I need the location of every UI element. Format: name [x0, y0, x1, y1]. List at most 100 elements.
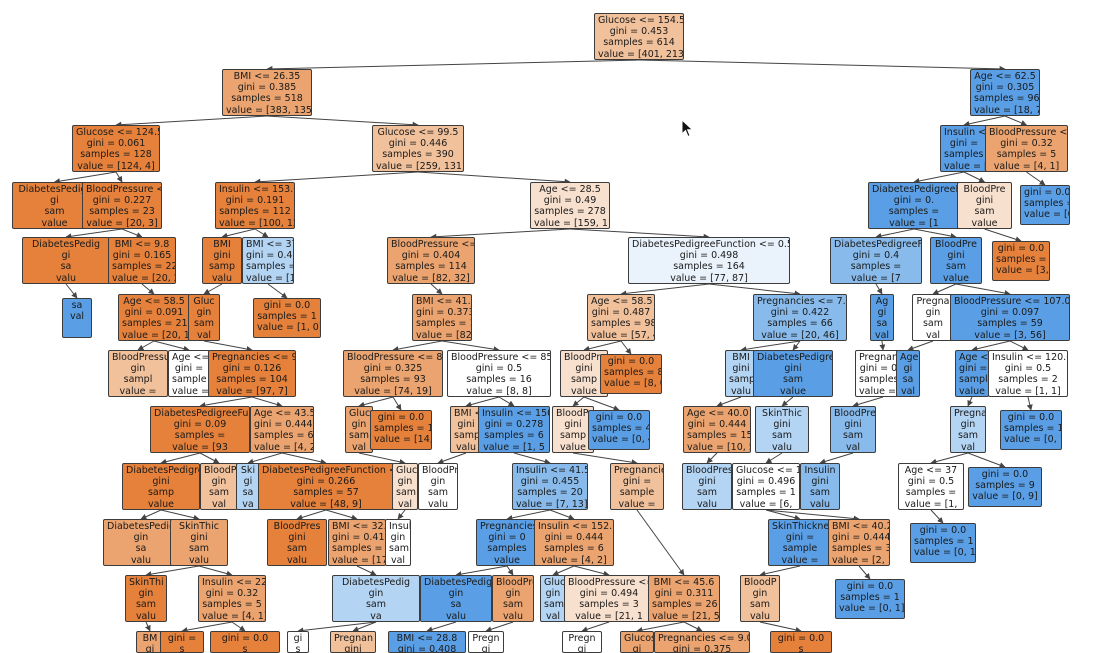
tree-node-line: sa [135, 543, 147, 555]
tree-node-line: gini = [167, 633, 197, 644]
tree-node-line: value = [1, 2] [246, 272, 293, 284]
tree-node-line: sam [945, 261, 967, 273]
tree-node-line: gini = 0.126 [222, 363, 282, 375]
tree-node-line: BloodPre [496, 577, 534, 588]
tree-node-line: Ag [875, 296, 889, 307]
tree-node-line: value = [8, 8] [466, 385, 532, 397]
tree-node-line: val [874, 329, 890, 341]
tree-node-line: value [494, 554, 520, 566]
tree-node-line: gi [481, 644, 491, 653]
tree-node-line: sam [957, 430, 979, 442]
tree-node-line: sa [242, 487, 254, 499]
tree-node-line: value = [82, 32] [392, 272, 470, 284]
tree-node-line: gi [632, 644, 642, 653]
tree-node-line: Insulin <= 150 [482, 408, 550, 419]
tree-node-line: Insulin <= [944, 127, 987, 138]
tree-node-line: BloodP [744, 577, 777, 588]
tree-edge-age-40-to-bp-f3 [706, 452, 718, 464]
tree-node-line: gini = 0.227 [92, 195, 152, 207]
tree-node-line: gini = [959, 363, 988, 375]
tree-node-line: samp [454, 430, 481, 442]
tree-node-line: gini = [174, 363, 204, 375]
tree-node-line: gini = 0.5 [907, 476, 955, 488]
tree-node-line: BloodPr [204, 465, 238, 476]
tree-node-line: value = [7 [851, 272, 901, 284]
tree-node-line: Glucose <= 12 [736, 465, 799, 476]
tree-node-line: val [925, 329, 941, 341]
tree-node-line: samples = 98 [591, 318, 655, 330]
tree-node-line: gini = 0.305 [975, 82, 1035, 94]
tree-node-line: gini = 0.191 [225, 195, 285, 207]
tree-node-line: gin [752, 588, 768, 600]
tree-node-line: BloodPres [564, 352, 608, 363]
tree-node-line: val [69, 311, 85, 323]
tree-node-line: Age <= 58.5 [591, 296, 653, 307]
tree-node-line: samples = 15 [687, 430, 751, 442]
tree-node-line: value = [0, 4] [592, 434, 649, 446]
tree-node-line: samples = 1 [1004, 423, 1062, 435]
tree-edge-insulin-r-to-bp-r1 [963, 171, 986, 183]
tree-node-insulin-r: Insulin <=gini =samples =value = [ [940, 125, 988, 172]
tree-edge-bmi-d4-to-age-40 [716, 396, 742, 407]
tree-node-line: Gluc [193, 296, 215, 307]
tree-edge-age-28-to-dpf-514 [569, 228, 710, 240]
tree-node-line: sam [286, 543, 308, 555]
tree-node-line: gini = 0. [893, 195, 935, 207]
tree-edge-age-43-to-dpf-266 [281, 452, 327, 465]
tree-node-line: value = [0, 1] [1004, 434, 1061, 446]
tree-node-line: Pregna [916, 296, 950, 307]
tree-node-line: gini = 0.0 [1007, 412, 1055, 423]
tree-edge-bmi-26-to-glucose-124 [115, 115, 268, 128]
tree-node-line: SkinThi [129, 577, 164, 588]
tree-node-line: sam [749, 599, 771, 611]
tree-node-line: gini = [949, 138, 979, 150]
tree-node-line: Age <= 40.0 [687, 408, 749, 419]
tree-node-line: valu [502, 610, 524, 622]
tree-node-line: BMI <= 45.6 [653, 577, 715, 588]
tree-node-line: samples = 518 [231, 93, 303, 105]
tree-node-line: Insulin <= 153.0 [219, 184, 295, 195]
tree-node-line: samp [559, 430, 587, 442]
tree-edge-dpf-514-to-preg-7 [708, 283, 801, 297]
tree-node-line: DiabetesPedigr [18, 184, 91, 195]
tree-edge-dpf-r1-to-dpf-r2 [875, 228, 915, 239]
tree-node-line: value = [0, 1] [839, 603, 905, 615]
tree-edge-bp-107-to-age-d4b [971, 340, 1011, 352]
tree-node-line: DiabetesPedigre [126, 465, 200, 476]
tree-node-line: gini = 0.444 [254, 419, 313, 431]
tree-node-line: samples = [944, 149, 987, 161]
tree-node-line: samples = 9 [975, 480, 1035, 492]
tree-node-line: gini = 0.0 [981, 469, 1029, 480]
tree-node-line: gini = 0.408 [397, 644, 457, 653]
tree-node-line: value = [3, 0] [996, 265, 1049, 277]
tree-node-line: DiabetesPedigreeFunction <= 0.514 [632, 239, 790, 250]
tree-edge-age-62-to-bp-85 [1004, 115, 1028, 126]
tree-edge-bp-85-to-leaf-r1 [1026, 171, 1046, 186]
tree-node-line: samples = 109 [416, 318, 471, 330]
tree-edge-bp-85b-to-bmi-e3 [465, 396, 500, 408]
tree-node-line: samples = [888, 206, 940, 218]
tree-node-line: sam [782, 374, 804, 386]
tree-node-line: gini = 0.0 [595, 412, 643, 423]
tree-node-line: val [211, 498, 227, 510]
tree-node-line: valu [286, 554, 308, 566]
tree-node-line: gini = [622, 476, 652, 488]
tree-node-line: gini [947, 250, 965, 262]
tree-node-line: sam [771, 430, 793, 442]
tree-node-line: gini = 0.061 [86, 138, 146, 150]
tree-node-line: gini = 0.0 [846, 581, 894, 592]
tree-node-line: BloodPressure <= 107.0 [954, 296, 1070, 307]
